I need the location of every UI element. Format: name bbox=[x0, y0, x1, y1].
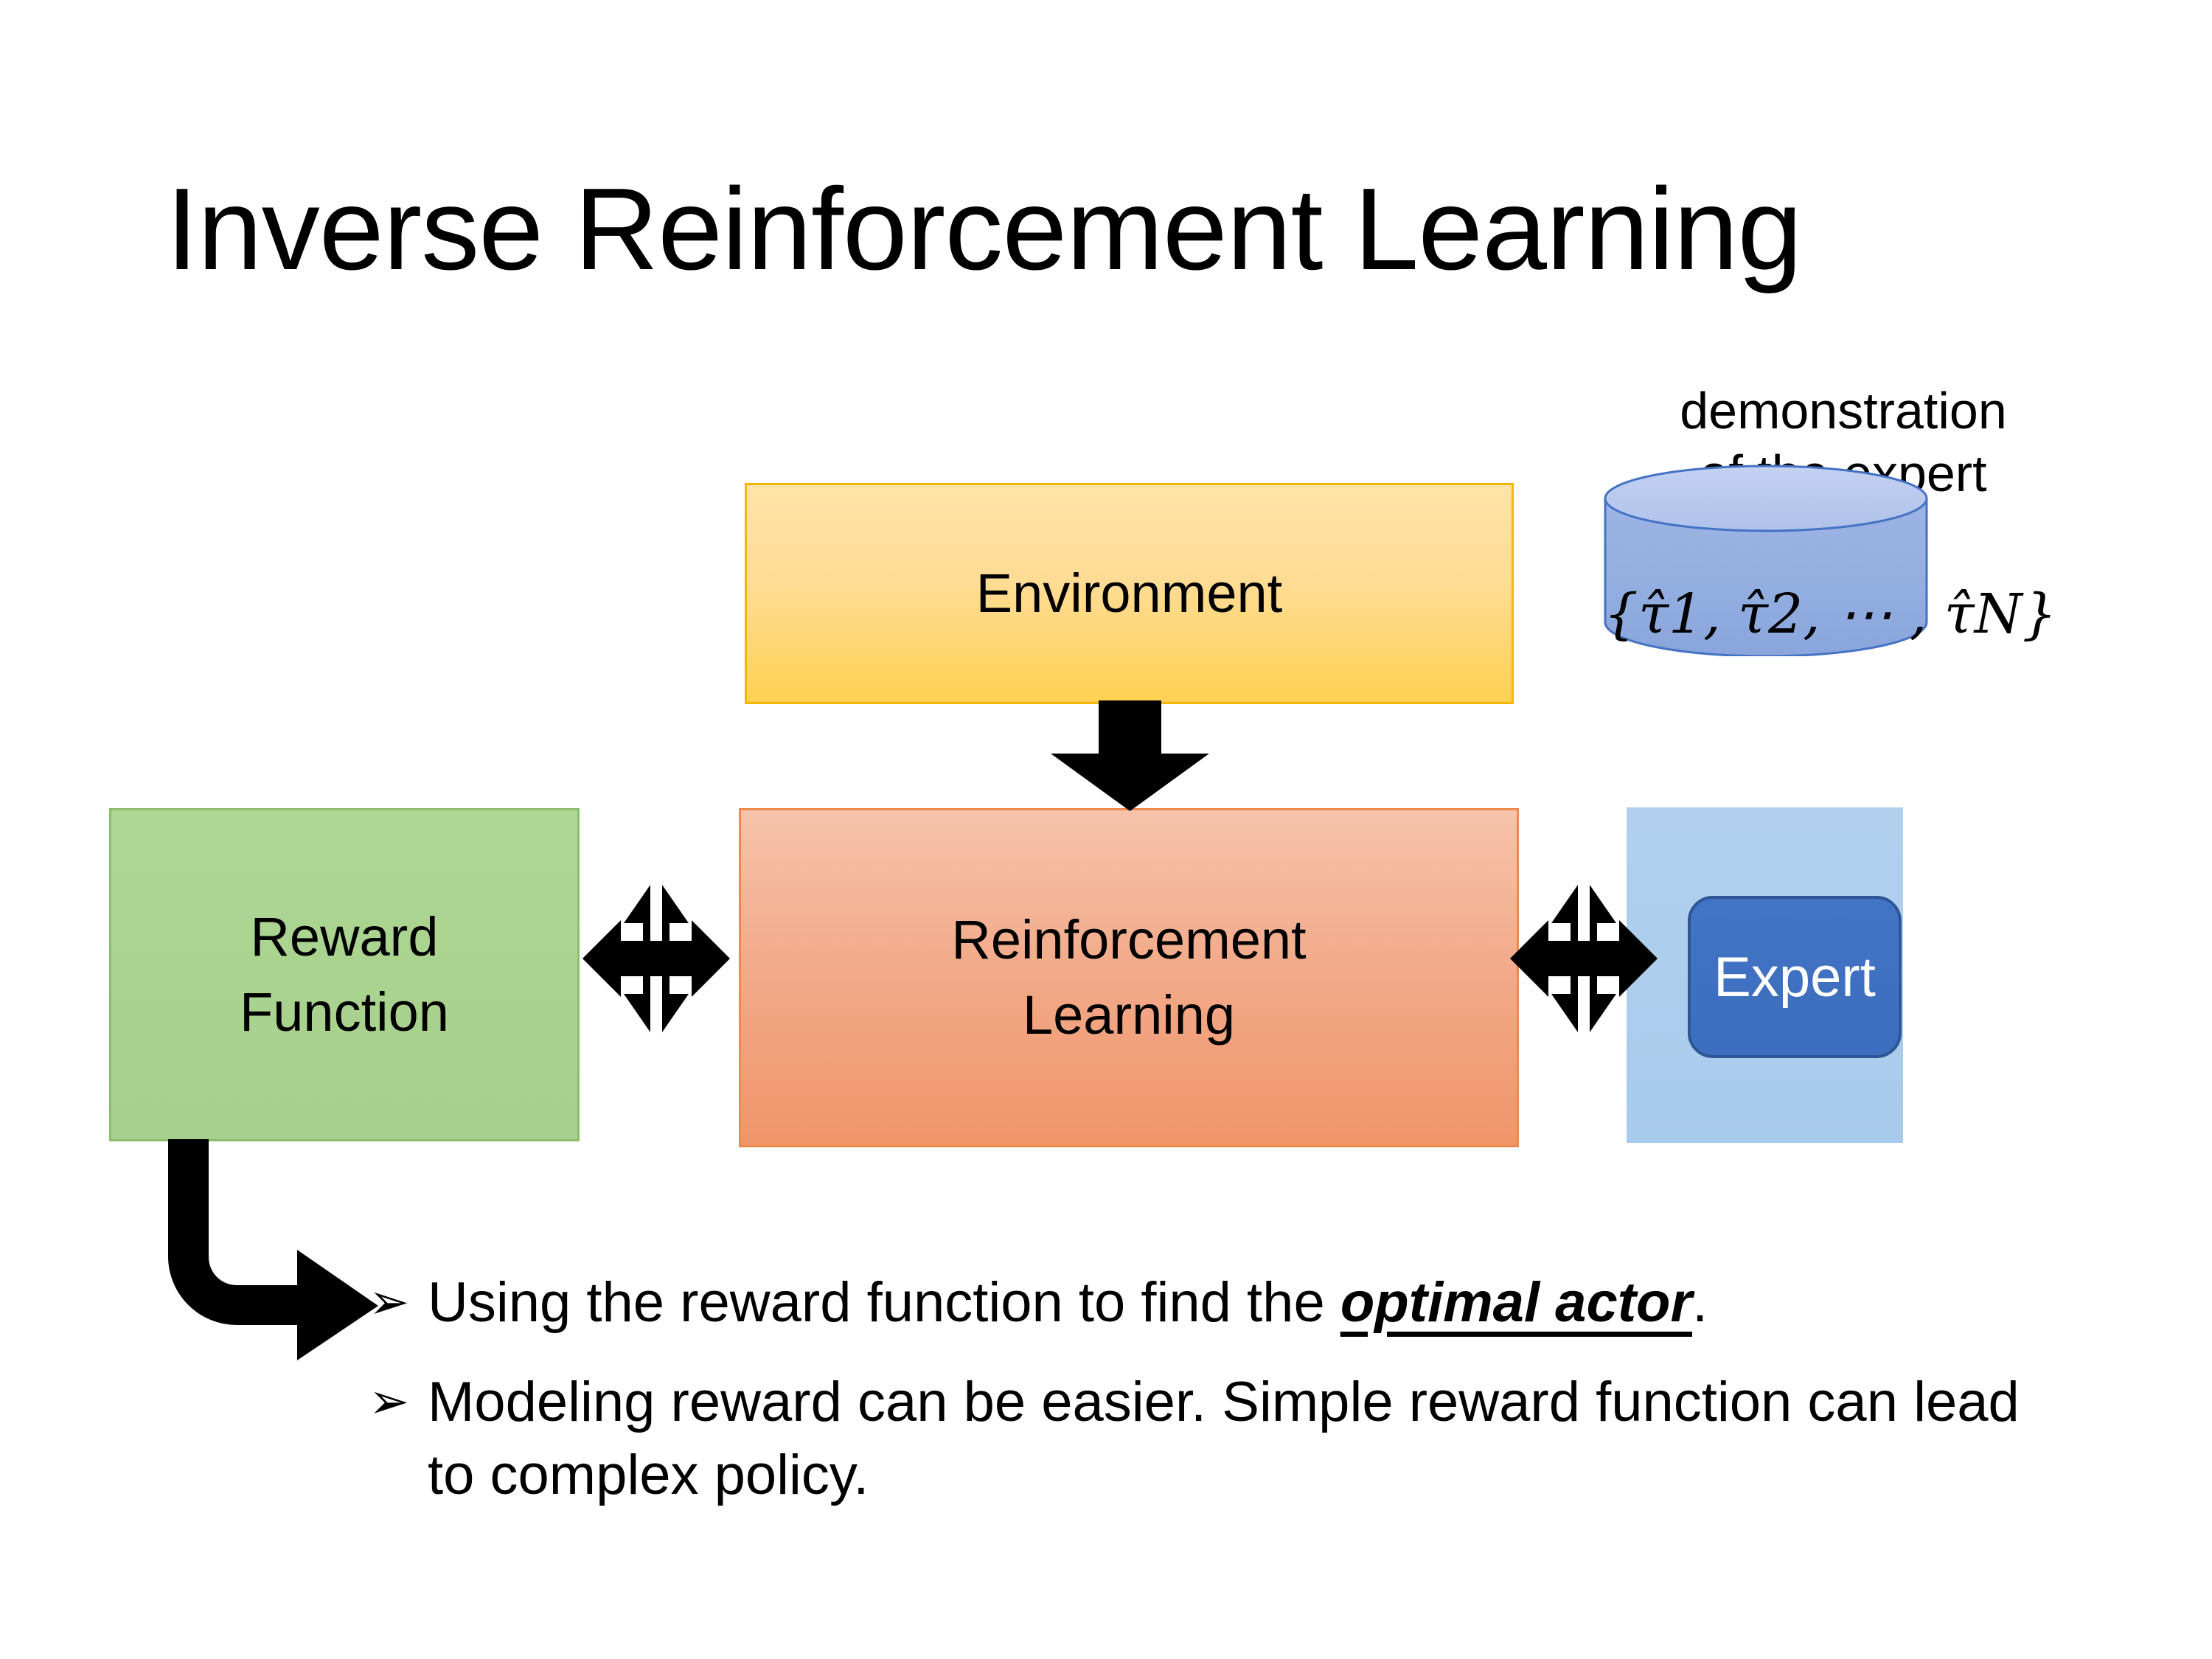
bullet-1-lead: Using the reward function to find the bbox=[428, 1271, 1340, 1334]
bullet-list: ➢ Using the reward function to find the … bbox=[369, 1267, 2065, 1538]
list-item: ➢ Modeling reward can be easier. Simple … bbox=[369, 1366, 2065, 1512]
arrow-reward-to-bullets-elbow-icon bbox=[168, 1139, 378, 1360]
arrow-reward-rl-bidirectional-icon bbox=[582, 877, 730, 1040]
expert-button-label: Expert bbox=[1714, 945, 1876, 1009]
diagram-box-reinforcement-learning[interactable]: Reinforcement Learning bbox=[739, 808, 1519, 1147]
reinforcement-learning-label: Reinforcement Learning bbox=[951, 908, 1307, 1046]
bullet-text-1: Using the reward function to find the op… bbox=[428, 1267, 2065, 1340]
list-item: ➢ Using the reward function to find the … bbox=[369, 1267, 2065, 1340]
bullet-arrow-icon: ➢ bbox=[369, 1373, 410, 1428]
bullet-text-2: Modeling reward can be easier. Simple re… bbox=[428, 1370, 2020, 1506]
arrow-rl-expert-bidirectional-icon bbox=[1510, 877, 1658, 1040]
bullet-1-emphasis: optimal actor bbox=[1340, 1271, 1693, 1334]
page-title: Inverse Reinforcement Learning bbox=[166, 164, 1802, 294]
database-cylinder-icon bbox=[1604, 465, 1928, 656]
bullet-arrow-icon: ➢ bbox=[369, 1274, 410, 1329]
reward-function-label: Reward Function bbox=[240, 905, 449, 1043]
arrow-environment-to-rl-icon bbox=[1051, 700, 1209, 811]
trajectory-set-label: {τ̂1, τ̂2, ⋯ , τ̂N} bbox=[1604, 582, 2057, 646]
diagram-box-environment[interactable]: Environment bbox=[745, 483, 1514, 704]
diagram-box-reward-function[interactable]: Reward Function bbox=[109, 808, 580, 1141]
bullet-1-tail: . bbox=[1692, 1271, 1708, 1334]
expert-button[interactable]: Expert bbox=[1688, 896, 1902, 1058]
environment-label: Environment bbox=[975, 562, 1283, 624]
